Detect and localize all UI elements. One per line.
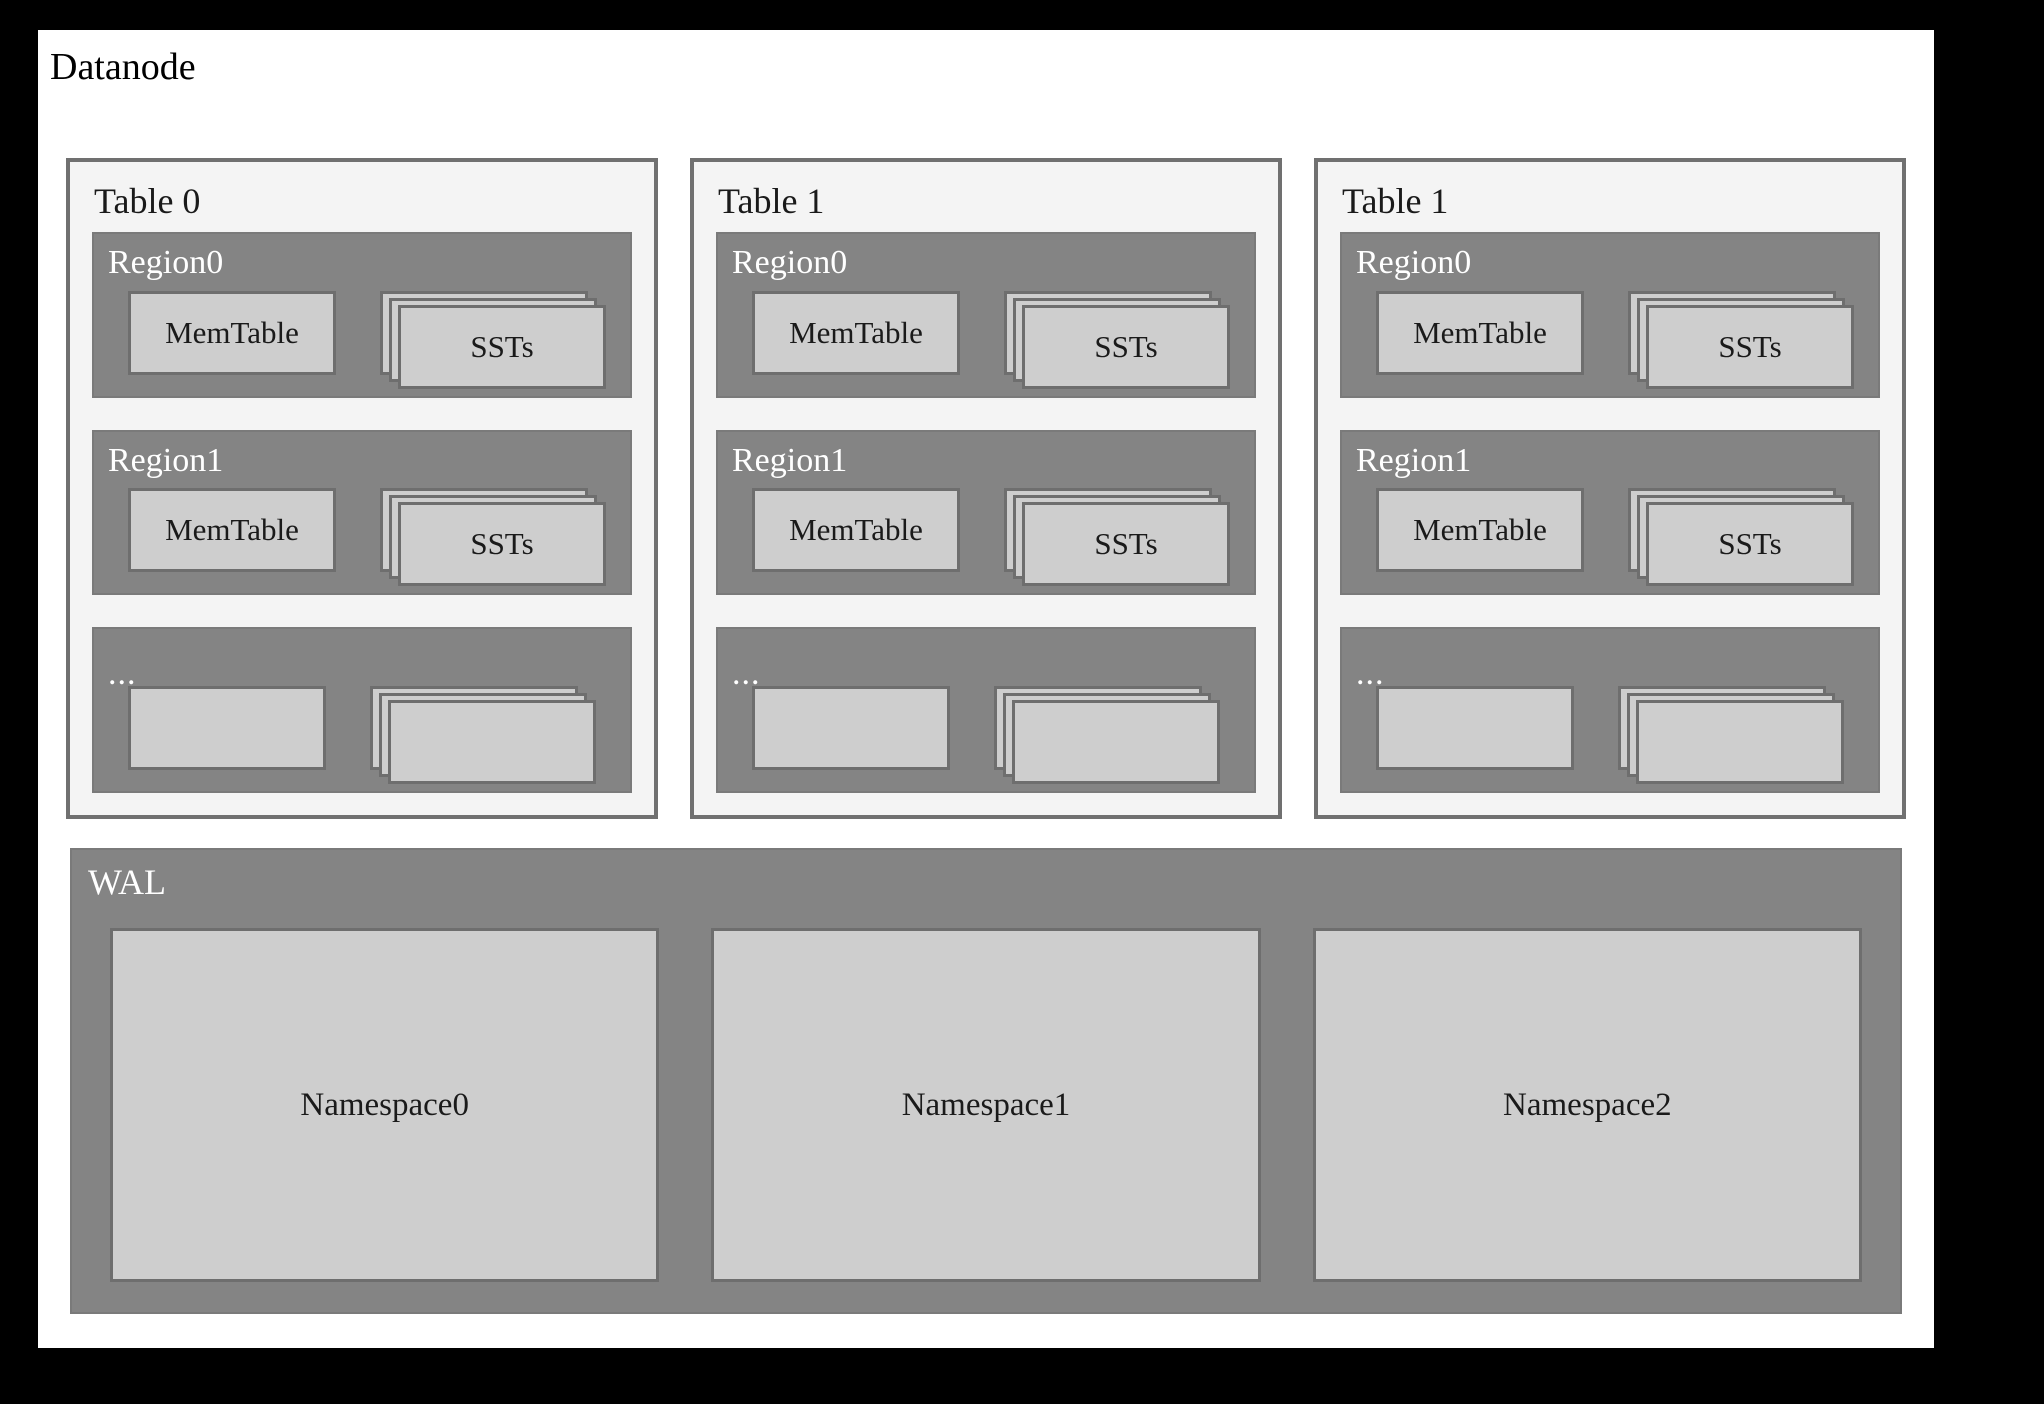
region-title: Region0 [732,244,848,282]
region-body [1342,681,1878,784]
table-title: Table 0 [94,181,201,221]
ssts-stack-empty[interactable] [994,686,1220,784]
region-title: Region0 [1356,244,1472,282]
region-title: Region1 [108,441,224,479]
sst-layer-front[interactable]: SSTs [1022,502,1230,587]
region-body: MemTable SSTs [94,286,630,389]
region-body [718,681,1254,784]
sst-layer-front[interactable]: SSTs [1646,502,1854,587]
table-panel-2[interactable]: Table 1 Region0 MemTable SSTs Region1 Me… [1314,158,1906,819]
table-panel-0[interactable]: Table 0 Region0 MemTable SSTs Region1 Me… [66,158,658,819]
wal-block[interactable]: WAL Namespace0 Namespace1 Namespace2 [70,848,1902,1314]
datanode-canvas: Datanode Table 0 Region0 MemTable SSTs R… [38,30,1934,1348]
region-block-ellipsis[interactable]: ... [716,627,1256,793]
region-block[interactable]: Region1 MemTable SSTs [1340,429,1880,596]
region-block[interactable]: Region0 MemTable SSTs [1340,232,1880,398]
region-body [94,681,630,784]
ssts-stack[interactable]: SSTs [380,290,606,389]
memtable-box-empty[interactable] [752,686,950,770]
ssts-stack-empty[interactable] [370,686,596,784]
region-block[interactable]: Region1 MemTable SSTs [92,429,632,596]
region-body: MemTable SSTs [718,286,1254,389]
sst-layer-front[interactable]: SSTs [1022,304,1230,389]
tables-row: Table 0 Region0 MemTable SSTs Region1 Me… [66,158,1906,819]
memtable-box[interactable]: MemTable [1376,488,1584,573]
sst-layer-front[interactable]: SSTs [398,304,606,389]
region-title: Region0 [108,244,224,282]
memtable-box-empty[interactable] [1376,686,1574,770]
wal-title: WAL [88,862,166,902]
region-block-ellipsis[interactable]: ... [1340,627,1880,793]
memtable-box[interactable]: MemTable [1376,290,1584,375]
memtable-box[interactable]: MemTable [128,290,336,375]
ssts-stack-empty[interactable] [1618,686,1844,784]
memtable-box[interactable]: MemTable [128,488,336,573]
ssts-stack[interactable]: SSTs [1628,290,1854,389]
table-panel-1[interactable]: Table 1 Region0 MemTable SSTs Region1 Me… [690,158,1282,819]
ssts-stack[interactable]: SSTs [380,488,606,587]
namespace-box-2[interactable]: Namespace2 [1312,928,1862,1282]
sst-layer-front[interactable]: SSTs [398,502,606,587]
region-block[interactable]: Region0 MemTable SSTs [716,232,1256,398]
region-body: MemTable SSTs [94,483,630,587]
namespace-box-1[interactable]: Namespace1 [711,928,1261,1282]
region-title: Region1 [1356,441,1472,479]
ssts-stack[interactable]: SSTs [1004,290,1230,389]
table-title: Table 1 [718,181,825,221]
region-block[interactable]: Region0 MemTable SSTs [92,232,632,398]
page-title: Datanode [50,46,196,88]
region-block-ellipsis[interactable]: ... [92,627,632,793]
wal-body: Namespace0 Namespace1 Namespace2 [110,928,1862,1282]
ssts-stack[interactable]: SSTs [1628,488,1854,587]
region-title: Region1 [732,441,848,479]
ssts-stack[interactable]: SSTs [1004,488,1230,587]
sst-layer-front[interactable] [1012,700,1220,784]
sst-layer-front[interactable] [1636,700,1844,784]
memtable-box[interactable]: MemTable [752,290,960,375]
table-title: Table 1 [1342,181,1449,221]
memtable-box-empty[interactable] [128,686,326,770]
region-body: MemTable SSTs [718,483,1254,587]
region-body: MemTable SSTs [1342,483,1878,587]
namespace-box-0[interactable]: Namespace0 [110,928,660,1282]
region-body: MemTable SSTs [1342,286,1878,389]
sst-layer-front[interactable] [388,700,596,784]
region-block[interactable]: Region1 MemTable SSTs [716,429,1256,596]
memtable-box[interactable]: MemTable [752,488,960,573]
sst-layer-front[interactable]: SSTs [1646,304,1854,389]
